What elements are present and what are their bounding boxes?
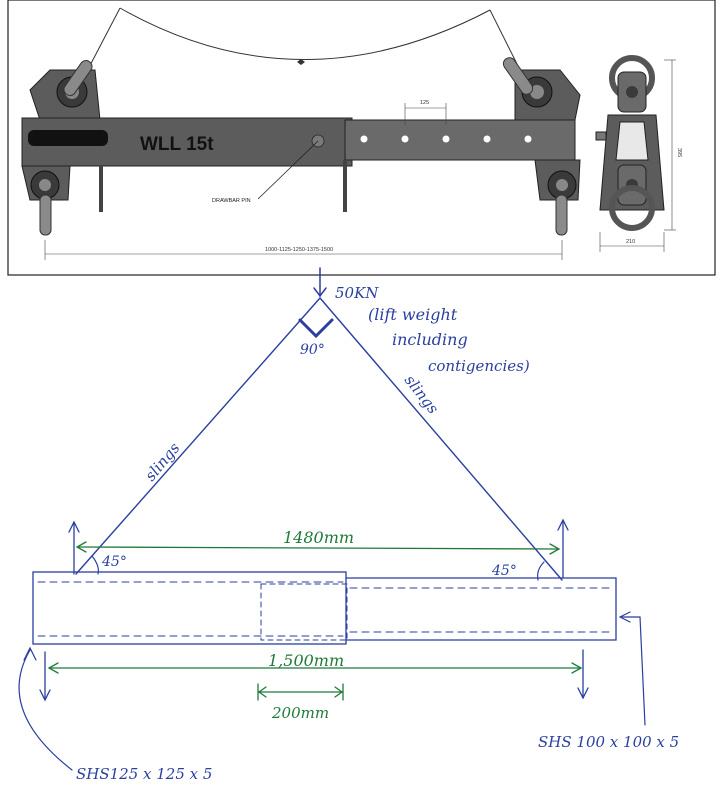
stand-leg-right (343, 160, 347, 212)
side-view (595, 55, 676, 252)
bottom-right-lug (534, 159, 581, 236)
sling-span-arrow-right (549, 543, 561, 555)
overlap: 200mm (271, 704, 329, 722)
right-section-label: SHS 100 x 100 x 5 (538, 733, 679, 751)
apex-angle: 90° (300, 342, 325, 358)
length-dimension (44, 240, 563, 260)
down-arrowhead-right (577, 687, 589, 700)
left-section-label: SHS125 x 125 x 5 (76, 765, 212, 783)
sling-left (75, 297, 321, 575)
beam-label: WLL 15t (140, 134, 214, 155)
outer-section (32, 571, 347, 645)
hand-sketch: 50KN (lift weight including contigencies… (18, 267, 679, 783)
hole-spacing-value: 125 (420, 100, 429, 106)
redacted-mark (28, 130, 108, 146)
angle-arc-left (91, 555, 99, 575)
sling-arc (119, 7, 491, 60)
beam-length-arrow-right (571, 662, 583, 674)
beam-length: 1,500mm (268, 651, 344, 670)
hook-mark (297, 59, 305, 65)
right-section-leader-arrow (618, 611, 631, 623)
sling-right-label: slings (401, 371, 443, 417)
load-note-line-3: contigencies) (428, 357, 530, 375)
technical-drawing: WLL 15t DRAWBAR PIN 125 (7, 0, 716, 276)
right-section-leader (621, 616, 646, 726)
length-range: 1000-1125-1250-1375-1500 (265, 247, 333, 253)
load-value: 50KN (335, 284, 379, 302)
down-arrowhead-left (39, 689, 51, 702)
load-note-line-2: including (392, 330, 468, 349)
inner-section (345, 577, 617, 641)
sling-span-line (77, 546, 559, 550)
hole-spacing-dimension (404, 103, 447, 125)
right-angle: 45° (491, 563, 517, 579)
overlap-arrow-right (334, 686, 344, 698)
sling-line-right (489, 9, 521, 71)
beam-length-arrow-left (47, 662, 59, 674)
overlap-arrow-left (257, 686, 267, 698)
left-angle: 45° (101, 554, 127, 570)
angle-arc-right (537, 561, 545, 581)
lift-arrowhead-left (68, 520, 80, 533)
left-section-leader-arrow (23, 646, 37, 661)
bottom-left-lug (21, 165, 71, 236)
left-section-leader (18, 649, 73, 771)
load-note-line-1: (lift weight (368, 305, 458, 324)
sling-left-label: slings (141, 439, 183, 485)
inner-beam (344, 119, 576, 161)
sling-right (319, 297, 563, 581)
inner-overlap (260, 583, 348, 641)
lift-arrowhead-right (557, 518, 569, 531)
sling-span-arrow-left (75, 541, 87, 553)
side-height-value: 395 (676, 148, 682, 157)
drawbar-label: DRAWBAR PIN (212, 198, 251, 204)
adjustment-holes (360, 135, 532, 143)
right-lug (502, 57, 581, 121)
left-lug (29, 60, 101, 121)
stand-leg-left (99, 166, 103, 212)
sling-span: 1480mm (283, 528, 354, 547)
side-width-value: 210 (626, 239, 635, 245)
load-arrowhead (313, 287, 327, 298)
right-angle-mark (298, 318, 334, 339)
drawbar-leader (257, 140, 319, 200)
